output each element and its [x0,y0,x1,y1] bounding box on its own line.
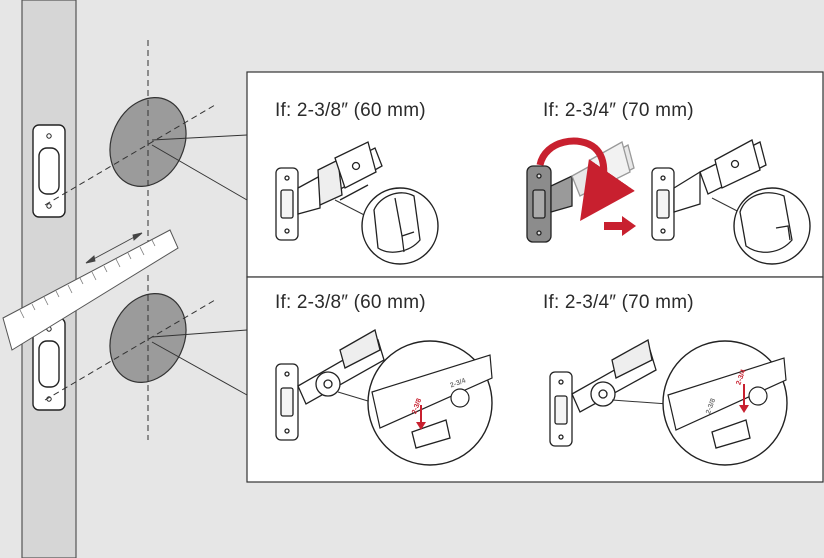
measuring-ruler [2,229,179,351]
latch-bottom-left [275,329,385,441]
latch-detail-zoom-tl [334,187,439,265]
dimension-arrow [85,232,143,264]
door-edge [21,0,77,558]
panel-label-bottom-right: If: 2-3/4″ (70 mm) [543,292,694,313]
panel-label-top-left: If: 2-3/8″ (60 mm) [275,100,426,121]
plate-detail-zoom-br [611,340,788,466]
callout-leaders [151,134,248,396]
panel-label-bottom-left: If: 2-3/8″ (60 mm) [275,292,426,313]
panel-label-top-right: If: 2-3/4″ (70 mm) [543,100,694,121]
latch-detail-zoom-tr [711,187,811,265]
rotate-arrow-icon [536,137,635,222]
plate-detail-zoom-bl [337,340,493,466]
push-arrow-icon [604,216,636,236]
center-lines [44,40,216,440]
latch-bottom-right [549,338,657,447]
latch-top-left [275,141,383,241]
latch-top-right-result [651,139,767,241]
edge-plate-upper [32,124,66,218]
